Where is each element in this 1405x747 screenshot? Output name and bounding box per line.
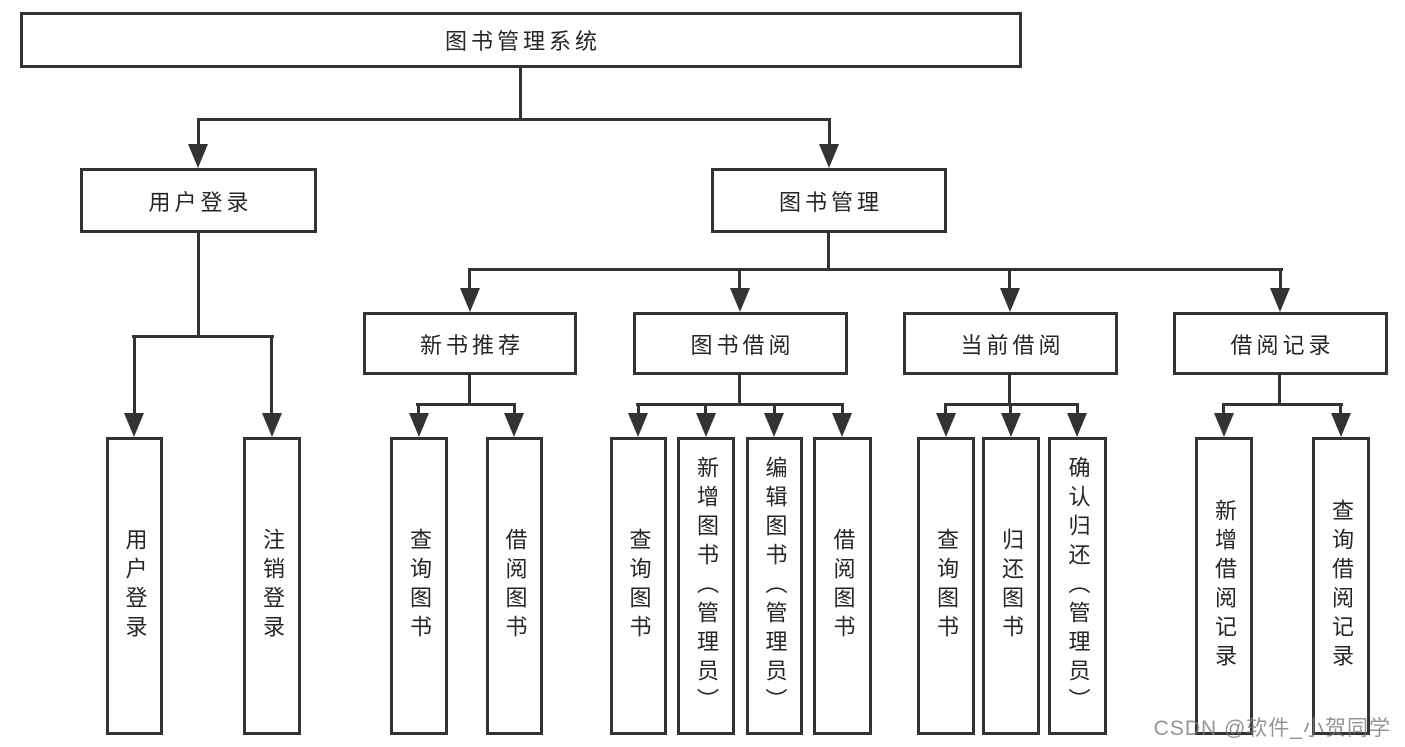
csdn-watermark: CSDN @软件_小贺同学: [1153, 717, 1391, 740]
edge-to-leaf-user-login: [133, 335, 136, 417]
node-label: 当前借阅: [960, 332, 1065, 358]
arrowhead-leaf: [832, 413, 852, 437]
edge-to-leaf: [1009, 403, 1012, 417]
arrowhead-leaf: [696, 413, 716, 437]
edge-to-leaf: [944, 403, 947, 417]
leaf-return-books: 归还图书: [982, 437, 1040, 735]
node-label: 借阅图书: [830, 528, 856, 644]
leaf-query-borrow-record: 查询借阅记录: [1312, 437, 1370, 735]
edge-to-borrowing-records: [1279, 268, 1282, 292]
node-label: 查询图书: [934, 528, 959, 644]
node-label: 新增借阅记录: [1212, 499, 1237, 673]
node-label: 图书管理系统: [444, 29, 601, 54]
leaf-logout: 注销登录: [243, 437, 301, 735]
node-label: 确认归还（管理员）: [1065, 455, 1091, 717]
node-label: 查询图书: [407, 528, 432, 644]
edge-book-management-stem: [827, 231, 830, 271]
edge-to-leaf: [513, 403, 516, 417]
node-label: 注销登录: [260, 528, 285, 644]
arrowhead-leaf-user-login: [124, 413, 144, 437]
node-label: 图书借阅: [690, 332, 795, 358]
edge-to-leaf: [773, 403, 776, 417]
node-label: 查询图书: [626, 528, 652, 644]
node-label: 新增图书（管理员）: [694, 455, 719, 717]
arrowhead-book-borrowing: [730, 288, 750, 312]
arrowhead-leaf: [504, 413, 524, 437]
arrowhead-current-borrowing: [1000, 288, 1020, 312]
edge-book-borrowing-bus: [636, 403, 844, 406]
node-label: 图书管理: [778, 189, 883, 215]
edge-to-leaf: [637, 403, 640, 417]
edge-new-book-stem: [468, 373, 471, 406]
edge-to-new-book: [468, 268, 471, 292]
leaf-borrow-books-recommend: 借阅图书: [486, 437, 543, 735]
edge-to-leaf: [417, 403, 420, 417]
leaf-user-login: 用户登录: [106, 437, 163, 735]
arrowhead-book-management: [819, 144, 839, 168]
edge-to-leaf: [1076, 403, 1079, 417]
node-library-management-system: 图书管理系统: [20, 12, 1022, 68]
leaf-edit-books-admin: 编辑图书（管理员）: [746, 437, 803, 735]
node-label: 借阅记录: [1230, 332, 1335, 358]
arrowhead-leaf: [1214, 413, 1234, 437]
edge-to-leaf: [1222, 403, 1225, 417]
arrowhead-leaf: [764, 413, 784, 437]
edge-to-leaf: [704, 403, 707, 417]
node-user-login: 用户登录: [80, 168, 317, 233]
edge-root-to-user-login: [197, 118, 200, 148]
leaf-add-books-admin: 新增图书（管理员）: [677, 437, 735, 735]
edge-user-login-stem: [197, 231, 200, 338]
edge-to-leaf-logout: [270, 335, 273, 417]
leaf-borrow-books: 借阅图书: [813, 437, 872, 735]
arrowhead-leaf-logout: [262, 413, 282, 437]
node-borrowing-records: 借阅记录: [1173, 312, 1388, 375]
edge-to-leaf: [1339, 403, 1342, 417]
node-current-borrowing: 当前借阅: [903, 312, 1118, 375]
node-book-borrowing: 图书借阅: [633, 312, 848, 375]
edge-book-management-bus: [468, 268, 1283, 271]
edge-current-borrowing-stem: [1008, 373, 1011, 406]
leaf-query-books-recommend: 查询图书: [390, 437, 448, 735]
edge-borrowing-records-stem: [1278, 373, 1281, 406]
arrowhead-leaf: [936, 413, 956, 437]
arrowhead-leaf: [409, 413, 429, 437]
arrowhead-leaf: [628, 413, 648, 437]
edge-root-bus: [197, 118, 831, 121]
leaf-add-borrow-record: 新增借阅记录: [1195, 437, 1253, 735]
node-label: 用户登录: [148, 189, 253, 215]
edge-to-leaf: [841, 403, 844, 417]
arrowhead-new-book: [460, 288, 480, 312]
arrowhead-user-login: [188, 144, 208, 168]
leaf-confirm-return-admin: 确认归还（管理员）: [1048, 437, 1107, 735]
edge-to-current-borrowing: [1008, 268, 1011, 292]
edge-borrowing-records-bus: [1222, 403, 1343, 406]
arrowhead-borrowing-records: [1270, 288, 1290, 312]
node-label: 归还图书: [999, 528, 1024, 644]
node-new-book-recommendation: 新书推荐: [363, 312, 577, 375]
node-label: 新书推荐: [419, 332, 524, 358]
leaf-query-books-current: 查询图书: [917, 437, 975, 735]
leaf-query-books-borrow: 查询图书: [610, 437, 667, 735]
edge-user-login-bus: [132, 335, 274, 338]
arrowhead-leaf: [1067, 413, 1087, 437]
node-label: 编辑图书（管理员）: [762, 455, 788, 717]
node-label: 用户登录: [122, 528, 148, 644]
edge-new-book-bus: [416, 403, 516, 406]
arrowhead-leaf: [1001, 413, 1021, 437]
edge-root-stem: [519, 66, 522, 121]
node-book-management: 图书管理: [711, 168, 947, 233]
node-label: 借阅图书: [502, 528, 528, 644]
edge-book-borrowing-stem: [738, 373, 741, 406]
edge-to-book-borrowing: [738, 268, 741, 292]
arrowhead-leaf: [1331, 413, 1351, 437]
node-label: 查询借阅记录: [1329, 499, 1354, 673]
edge-root-to-book-management: [828, 118, 831, 148]
